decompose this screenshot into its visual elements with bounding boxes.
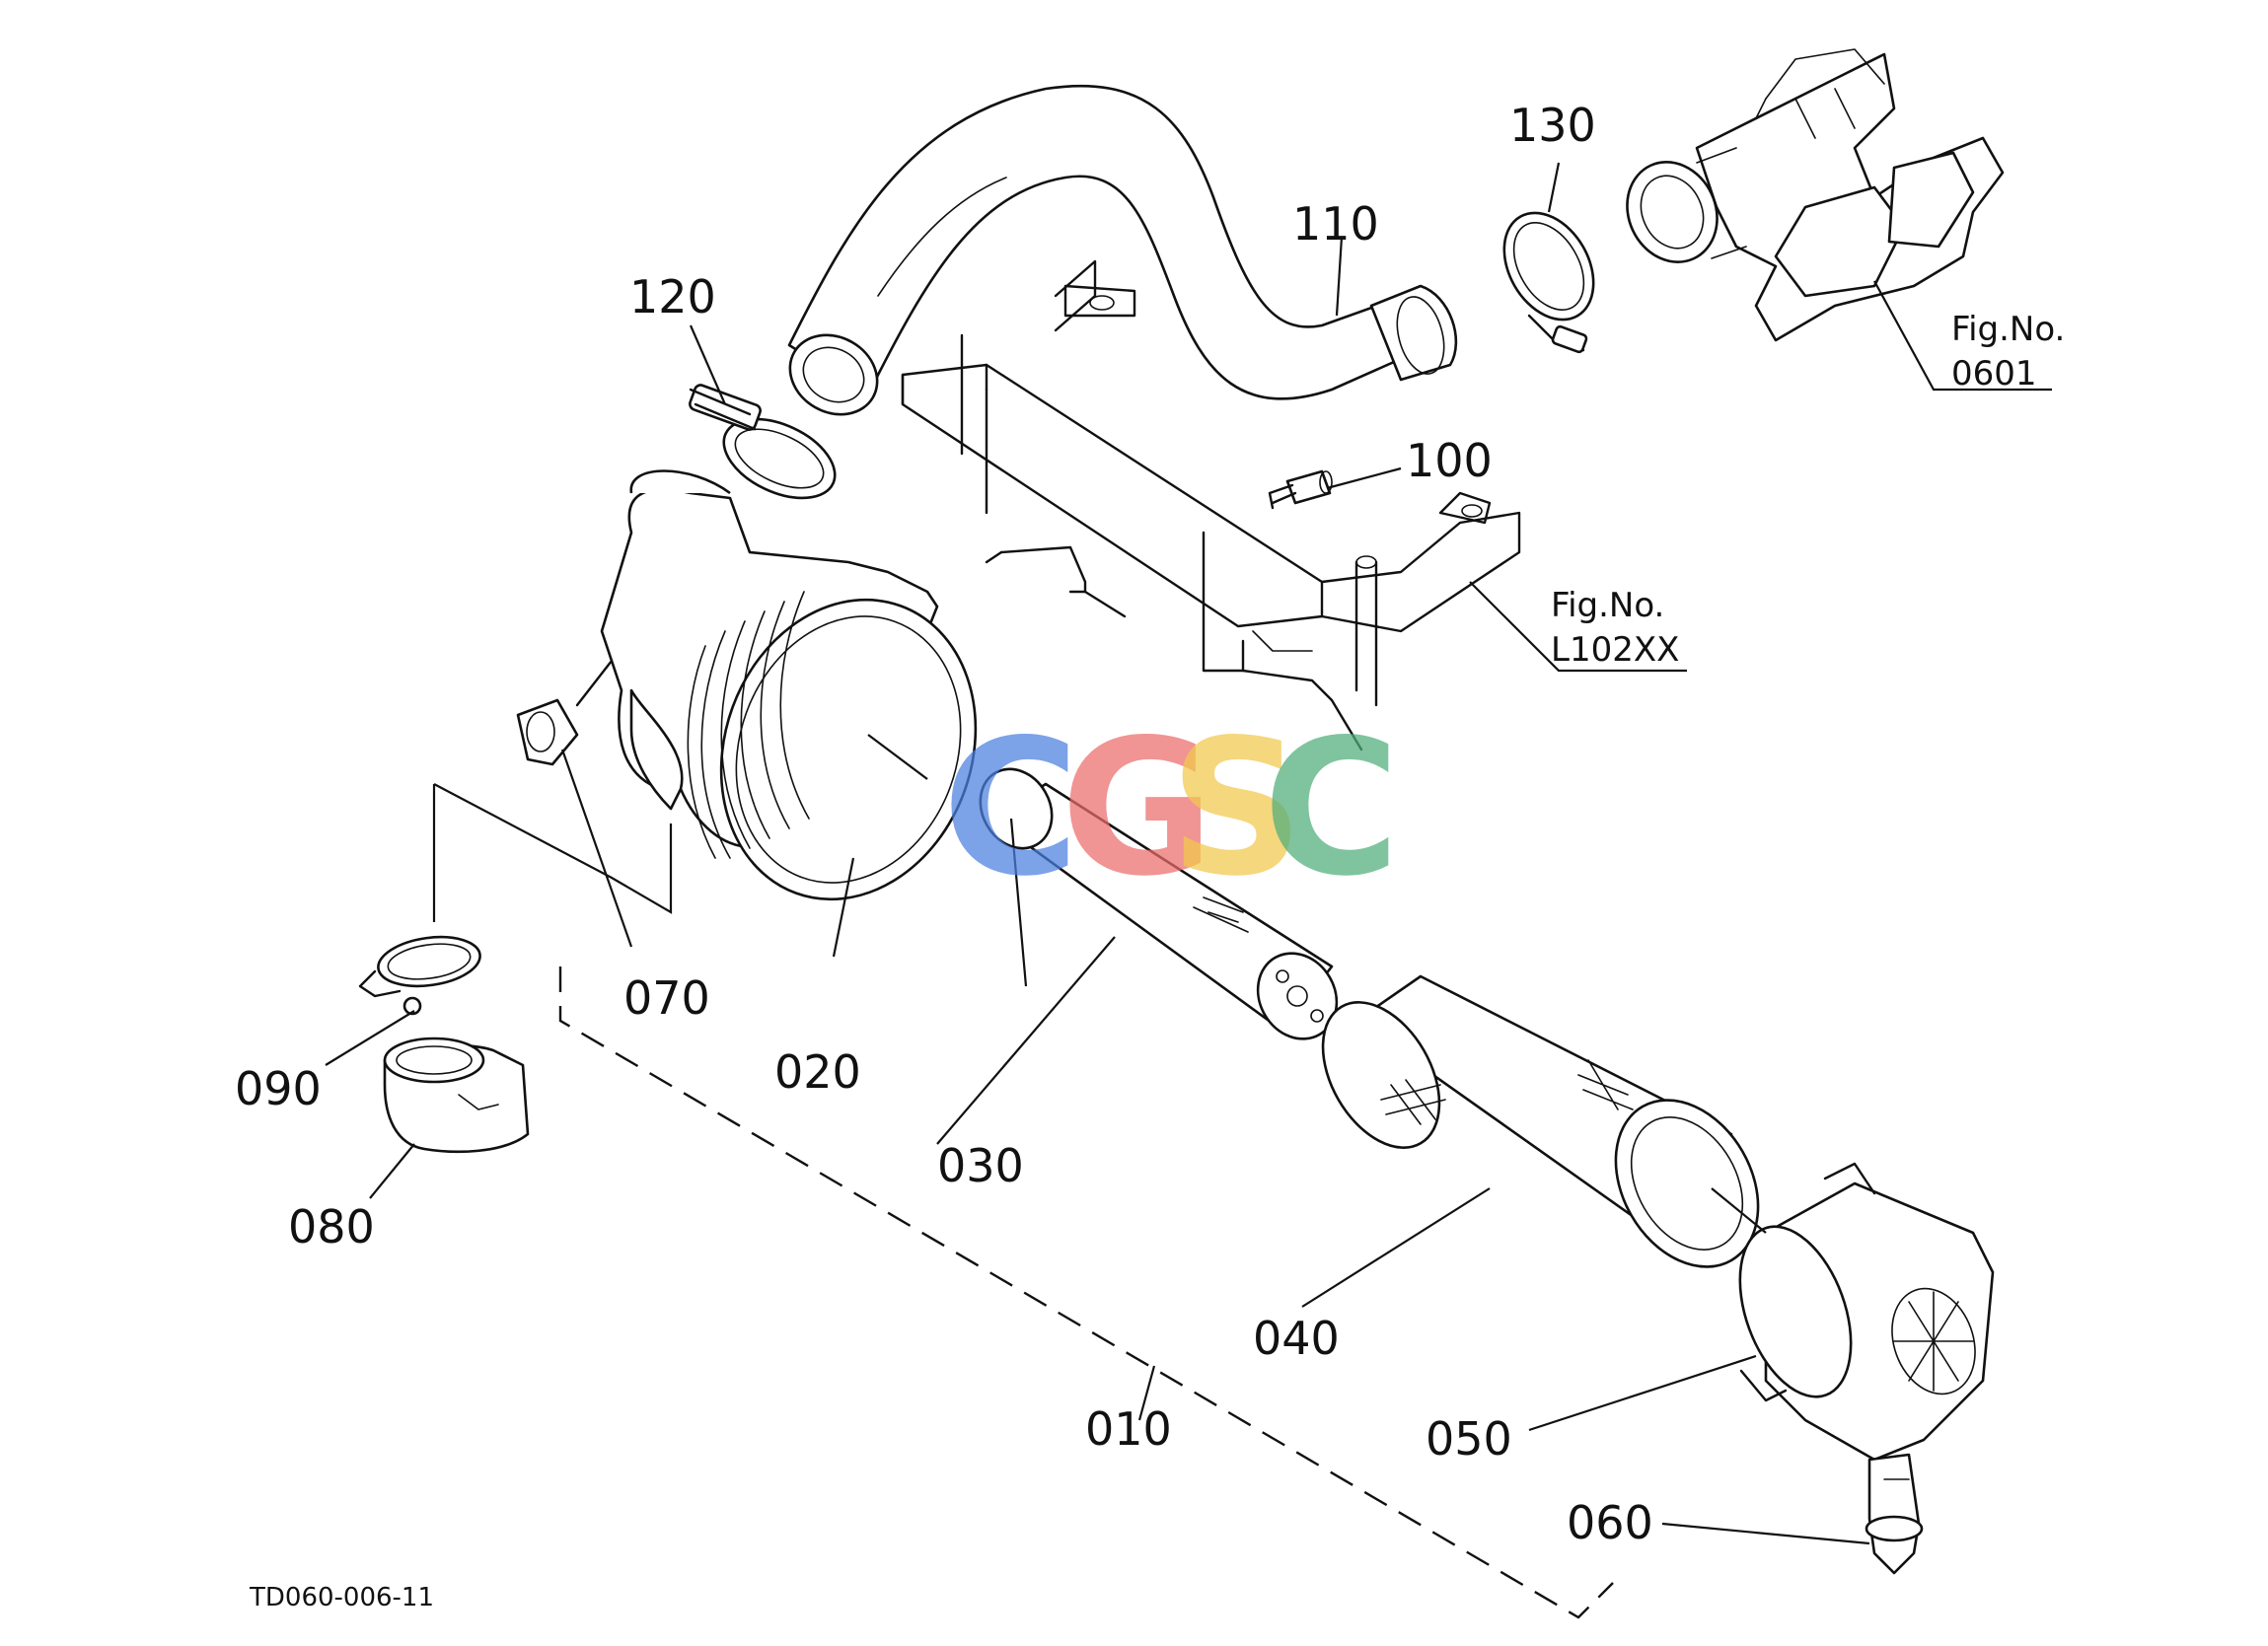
ref-fig-l102xx-title: Fig.No.	[1551, 586, 1664, 625]
clamp-130	[1502, 211, 1595, 354]
label-060: 060	[1567, 1496, 1653, 1549]
ref-fig-0601-title: Fig.No.	[1951, 310, 2065, 349]
figure-references: Fig.No. 0601 Fig.No. L102XX	[1551, 310, 2065, 670]
label-110: 110	[1292, 197, 1379, 250]
label-130: 130	[1509, 99, 1596, 152]
air-cleaner-body-020	[600, 469, 978, 901]
valve-070	[516, 659, 614, 766]
intake-manifold	[1626, 48, 2005, 342]
bolt-100	[1268, 469, 1333, 510]
cap-080	[383, 1037, 530, 1154]
label-030: 030	[937, 1139, 1024, 1192]
assembly-line-010	[558, 966, 1614, 1619]
drawing-code: TD060-006-11	[249, 1583, 434, 1612]
label-050: 050	[1426, 1412, 1512, 1466]
watermark-letter-2: G	[1061, 699, 1214, 917]
label-020: 020	[774, 1045, 861, 1099]
watermark-letter-1: C	[942, 699, 1079, 917]
evacuator-valve-060	[1865, 1453, 1924, 1575]
part-labels: 120 110 130 100 070 020 030 090 080 040 …	[235, 99, 1653, 1549]
leader-lines	[325, 162, 2052, 1545]
watermark-logo: C G S C	[942, 699, 1400, 917]
ref-fig-0601-number: 0601	[1951, 354, 2037, 394]
clamp-120	[689, 384, 837, 500]
label-010: 010	[1085, 1402, 1172, 1456]
mounting-bracket	[901, 259, 1521, 751]
cover-050	[1738, 1162, 1995, 1462]
inner-element-030	[979, 767, 1339, 1040]
watermark-letter-3: S	[1169, 699, 1304, 917]
label-040: 040	[1253, 1312, 1340, 1365]
label-090: 090	[235, 1062, 322, 1115]
hose-110	[787, 84, 1458, 416]
label-070: 070	[623, 971, 710, 1025]
label-120: 120	[629, 270, 716, 323]
label-080: 080	[288, 1200, 375, 1253]
label-100: 100	[1406, 434, 1493, 487]
clamp-090	[358, 935, 481, 1016]
ref-fig-l102xx-number: L102XX	[1551, 630, 1679, 670]
watermark-letter-4: C	[1263, 699, 1400, 917]
outer-element-040	[1321, 974, 1760, 1268]
